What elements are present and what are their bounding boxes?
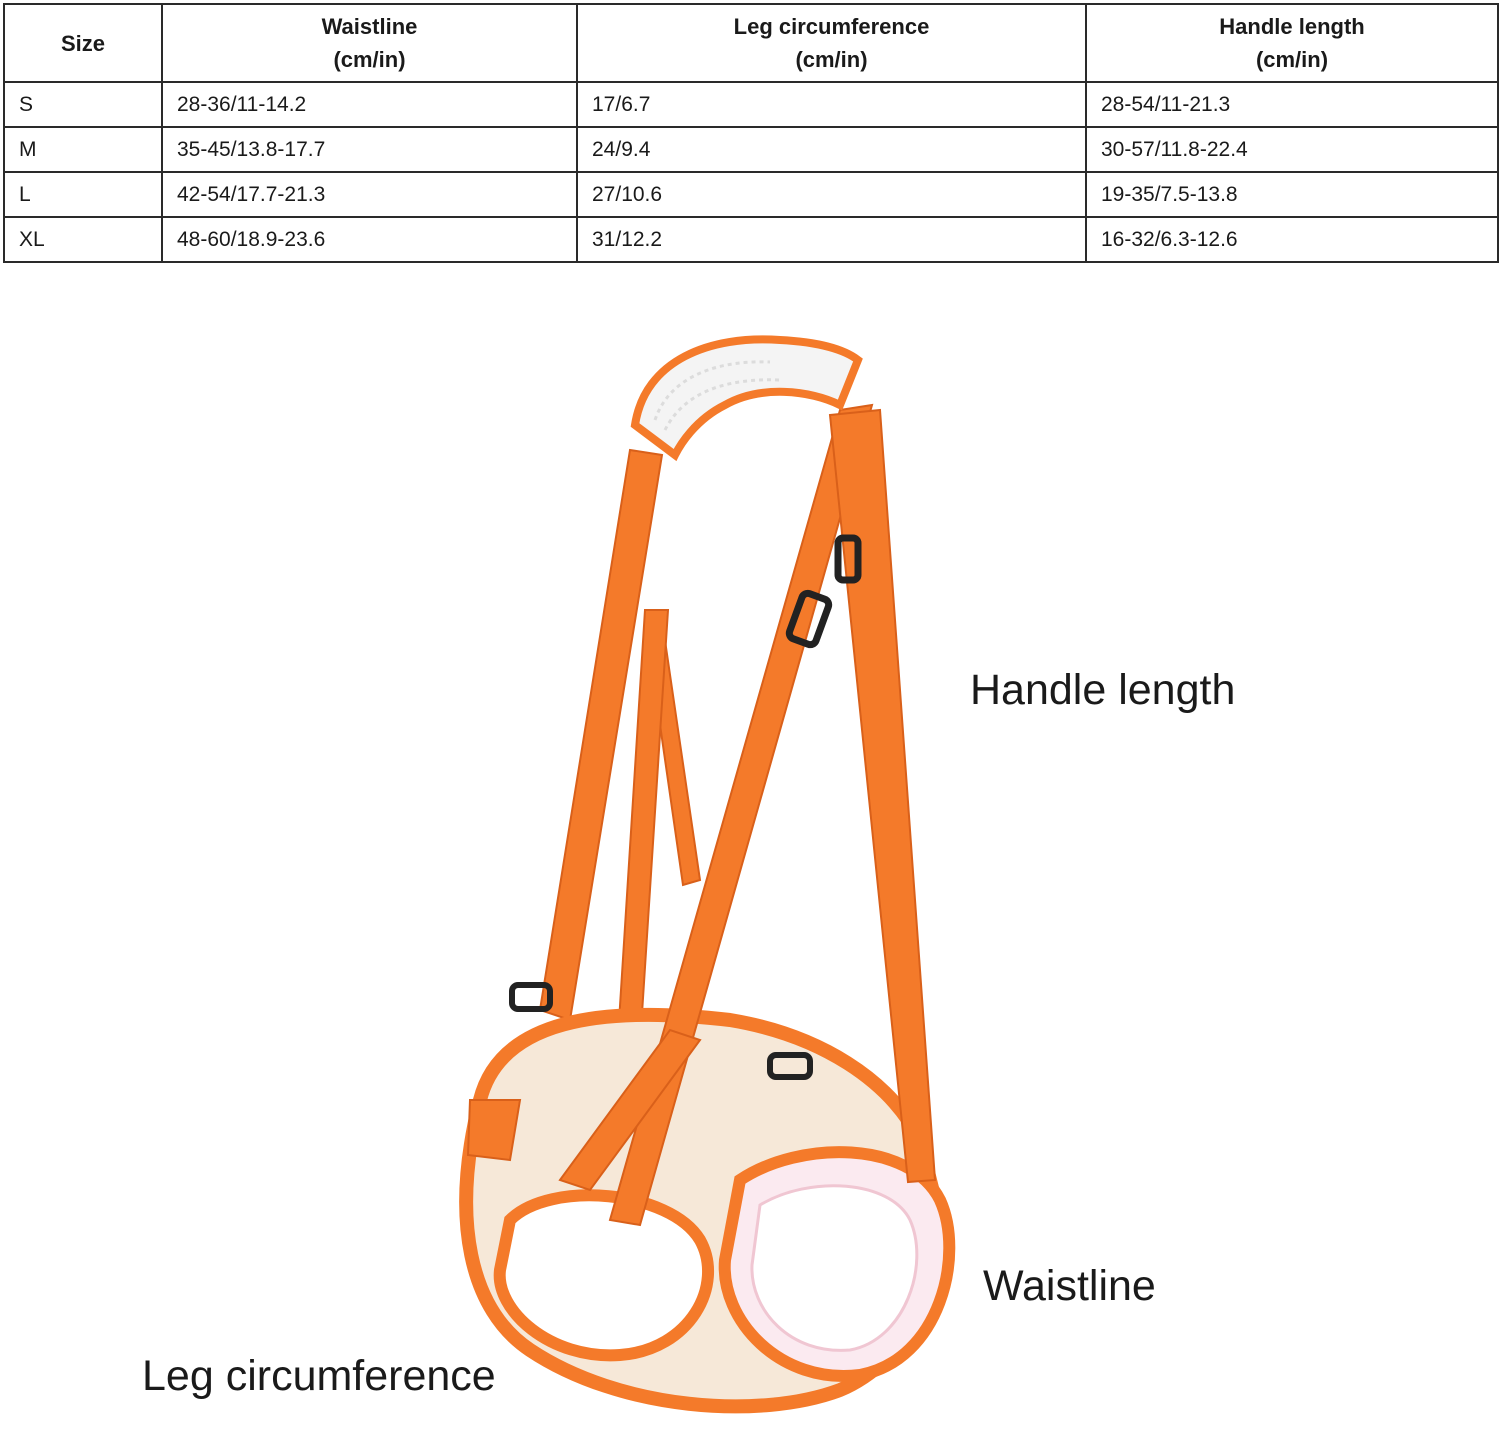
cell-waistline: 28-36/11-14.2: [161, 81, 578, 128]
cell-waistline: 42-54/17.7-21.3: [161, 171, 578, 218]
leg-circumference-annotation: Leg circumference: [142, 1352, 496, 1400]
cell-handle-length: 28-54/11-21.3: [1085, 81, 1499, 128]
header-leg-label: Leg circumference: [733, 14, 930, 39]
padded-handle: [630, 335, 863, 462]
table-row: S 28-36/11-14.2 17/6.7 28-54/11-21.3: [3, 81, 1499, 128]
buckle-body: [767, 1052, 813, 1080]
header-handle-label: Handle length: [1219, 14, 1365, 39]
table-row: M 35-45/13.8-17.7 24/9.4 30-57/11.8-22.4: [3, 126, 1499, 173]
handle-mesh-texture: [653, 360, 781, 431]
buckle-upper: [785, 589, 833, 649]
cell-size: S: [3, 81, 163, 128]
cell-leg-circumference: 17/6.7: [576, 81, 1087, 128]
cell-size: L: [3, 171, 163, 218]
cell-handle-length: 30-57/11.8-22.4: [1085, 126, 1499, 173]
harness-illustration: [459, 335, 956, 1414]
header-leg-unit: (cm/in): [795, 47, 868, 72]
header-handle-length: Handle length (cm/in): [1085, 3, 1499, 83]
handle-strap-front: [608, 403, 874, 1227]
size-chart-table: Size Waistline (cm/in) Leg circumference…: [3, 3, 1499, 263]
handle-strap-right: [828, 408, 937, 1184]
cell-leg-circumference: 27/10.6: [576, 171, 1087, 218]
header-size-label: Size: [60, 30, 106, 56]
leg-opening-left: [493, 1189, 715, 1362]
header-waistline-label: Waistline: [321, 14, 418, 39]
cell-waistline: 35-45/13.8-17.7: [161, 126, 578, 173]
buckle-side: [509, 982, 553, 1012]
cell-leg-circumference: 31/12.2: [576, 216, 1087, 263]
buckle-top: [834, 534, 862, 584]
header-size: Size: [3, 3, 163, 83]
header-handle-unit: (cm/in): [1255, 47, 1329, 72]
table-row: L 42-54/17.7-21.3 27/10.6 19-35/7.5-13.8: [3, 171, 1499, 218]
body-strap-2: [558, 1028, 702, 1192]
table-row: XL 48-60/18.9-23.6 31/12.2 16-32/6.3-12.…: [3, 216, 1499, 263]
leg-opening-right-inner: [750, 1184, 919, 1352]
header-waistline-unit: (cm/in): [333, 47, 406, 72]
cell-handle-length: 16-32/6.3-12.6: [1085, 216, 1499, 263]
table-header-row: Size Waistline (cm/in) Leg circumference…: [3, 3, 1499, 83]
cell-size: XL: [3, 216, 163, 263]
cell-size: M: [3, 126, 163, 173]
cell-handle-length: 19-35/7.5-13.8: [1085, 171, 1499, 218]
cell-leg-circumference: 24/9.4: [576, 126, 1087, 173]
header-waistline: Waistline (cm/in): [161, 3, 578, 83]
cell-waistline: 48-60/18.9-23.6: [161, 216, 578, 263]
body-strap-1: [466, 1099, 522, 1162]
waistline-annotation: Waistline: [983, 1262, 1156, 1310]
header-leg-circumference: Leg circumference (cm/in): [576, 3, 1087, 83]
handle-length-annotation: Handle length: [970, 666, 1236, 714]
